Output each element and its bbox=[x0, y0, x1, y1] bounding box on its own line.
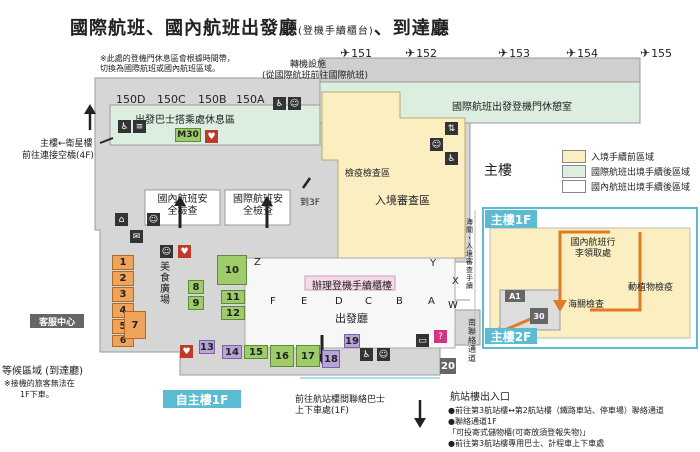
bus-stop-label-2: 上下車處(1F) bbox=[295, 406, 349, 416]
letter-y: Y bbox=[430, 258, 437, 269]
counter-13: 13 bbox=[199, 340, 215, 354]
south-passage-label: 南聯絡通道 bbox=[468, 318, 476, 363]
gate-155: ✈155 bbox=[640, 46, 673, 60]
inset-customs-label: 海關檢查 bbox=[568, 300, 605, 310]
counter-3: 3 bbox=[112, 287, 134, 302]
letter-b: B bbox=[396, 296, 403, 307]
info-icon: ? bbox=[434, 330, 447, 343]
main-building-label: 主樓 bbox=[484, 163, 512, 179]
aed-icon: ♥ bbox=[205, 130, 218, 143]
waiting-note-2: 1F下車。 bbox=[20, 390, 54, 399]
customer-center: 客服中心 bbox=[30, 314, 84, 328]
wheelchair-icon: ♿ bbox=[445, 152, 458, 165]
counter-7: 7 bbox=[124, 311, 146, 339]
letter-w: W bbox=[448, 300, 458, 311]
letter-x: X bbox=[452, 276, 459, 287]
immigration-label: 入境審查區 bbox=[375, 194, 430, 207]
counter-m30: M30 bbox=[175, 128, 201, 142]
smoking-icon: ≡ bbox=[133, 120, 146, 133]
restroom-icon: ☺ bbox=[430, 138, 443, 151]
restroom-icon: ☺ bbox=[147, 213, 160, 226]
letter-e: E bbox=[301, 296, 308, 307]
legend-item: 入境手續前區域 bbox=[562, 150, 654, 163]
bottom-notes: ●前往第3航站樓↔第2航站樓（鐵路車站、停車場）聯絡通道 ●聯絡通道1F 「可投… bbox=[448, 406, 664, 448]
page-title: 國際航班、國內航班出發廳(登機手續櫃台)、到達廳 bbox=[70, 18, 450, 39]
transfer-label: 轉機設施 bbox=[290, 60, 327, 70]
counter-8: 8 bbox=[188, 280, 204, 294]
top-note: ※此處的登機門休息區會根據時間帶， 切換為國際航班或國內航班區域。 bbox=[100, 54, 235, 73]
counter-12: 12 bbox=[221, 306, 245, 320]
inset-animal-label: 動植物檢疫 bbox=[628, 283, 674, 293]
transfer-sub-label: (從國際航班前往國際航班) bbox=[262, 71, 369, 81]
letter-a: A bbox=[428, 296, 435, 307]
station-gate-label: 航站樓出入口 bbox=[450, 392, 510, 403]
gate-150c: 150C bbox=[157, 93, 186, 106]
post-icon: ✉ bbox=[130, 230, 143, 243]
intl-lounge-label: 國際航班出發登機門休憩室 bbox=[452, 102, 572, 113]
left-route-label-2: 前往連接空橋(4F) bbox=[22, 151, 94, 161]
restroom-icon: ☺ bbox=[160, 245, 173, 258]
counter-20: 20 bbox=[440, 358, 456, 374]
shop-icon: ⌂ bbox=[115, 213, 128, 226]
from-1f-tag: 自主樓1F bbox=[163, 390, 241, 408]
restroom-icon: ♿ bbox=[360, 348, 373, 361]
inset-a1: A1 bbox=[505, 290, 525, 302]
counter-15: 15 bbox=[244, 345, 268, 359]
counter-9: 9 bbox=[188, 296, 204, 310]
waiting-note-1: ※接機的旅客無法在 bbox=[4, 379, 75, 388]
restroom-icon: ♿ bbox=[273, 97, 286, 110]
gate-150b: 150B bbox=[198, 93, 227, 106]
gate-150d: 150D bbox=[116, 93, 146, 106]
inset-30: 30 bbox=[530, 308, 548, 324]
letter-c: C bbox=[365, 296, 372, 307]
restroom-icon: ♿ bbox=[118, 120, 131, 133]
counter-1: 1 bbox=[112, 255, 134, 270]
customs-vertical-label: 海關・入境審查手續 bbox=[466, 218, 473, 290]
letter-d: D bbox=[335, 296, 343, 307]
letter-z: Z bbox=[254, 257, 261, 268]
gate-150a: 150A bbox=[236, 93, 265, 106]
departure-hall-label: 出發廳 bbox=[335, 312, 368, 325]
inset-title: 主樓1F bbox=[485, 210, 537, 228]
elevator-icon: ⇅ bbox=[445, 122, 458, 135]
bus-icon: ▭ bbox=[416, 334, 429, 347]
letter-f: F bbox=[270, 296, 276, 307]
bus-lounge-label: 出發巴士搭乘處休息區 bbox=[135, 115, 235, 126]
food-court-label: 美食廣場 bbox=[160, 262, 170, 306]
waiting-area-label: 等候區域 (到達廳) bbox=[2, 366, 83, 377]
counter-11: 11 bbox=[221, 290, 245, 304]
counter-16: 16 bbox=[270, 345, 294, 367]
bus-stop-label-1: 前往航站樓間聯絡巴士 bbox=[295, 395, 386, 405]
inset-2f-tag: 主樓2F bbox=[485, 328, 537, 344]
legend-item: 國內航班出境手續後區域 bbox=[562, 180, 690, 193]
counter-10: 10 bbox=[217, 255, 247, 285]
counter-19: 19 bbox=[344, 334, 360, 348]
intl-security-label: 國際航班安全檢查 bbox=[233, 194, 283, 217]
to-3f-label: 到3F bbox=[300, 198, 320, 208]
gate-154: ✈154 bbox=[566, 46, 599, 60]
aed-icon: ♥ bbox=[180, 345, 193, 358]
left-route-label-1: 主樓←衛星樓 bbox=[40, 139, 93, 149]
quarantine-label: 檢疫檢查區 bbox=[345, 169, 391, 179]
domestic-security-label: 國內航班安全檢查 bbox=[157, 194, 208, 217]
gate-152: ✈152 bbox=[405, 46, 438, 60]
legend-item: 國際航班出境手續後區域 bbox=[562, 165, 690, 178]
checkin-counter-label: 辦理登機手續櫃檯 bbox=[312, 281, 392, 292]
counter-2: 2 bbox=[112, 271, 134, 286]
counter-17: 17 bbox=[296, 345, 320, 367]
inset-baggage-label: 國內航班行李領取處 bbox=[570, 238, 616, 259]
counter-18: 18 bbox=[322, 350, 340, 368]
restroom-icon: ☺ bbox=[288, 97, 301, 110]
restroom-icon: ☺ bbox=[377, 348, 390, 361]
aed-icon: ♥ bbox=[178, 245, 191, 258]
gate-151: ✈151 bbox=[340, 46, 373, 60]
counter-14: 14 bbox=[222, 345, 242, 359]
gate-153: ✈153 bbox=[498, 46, 531, 60]
